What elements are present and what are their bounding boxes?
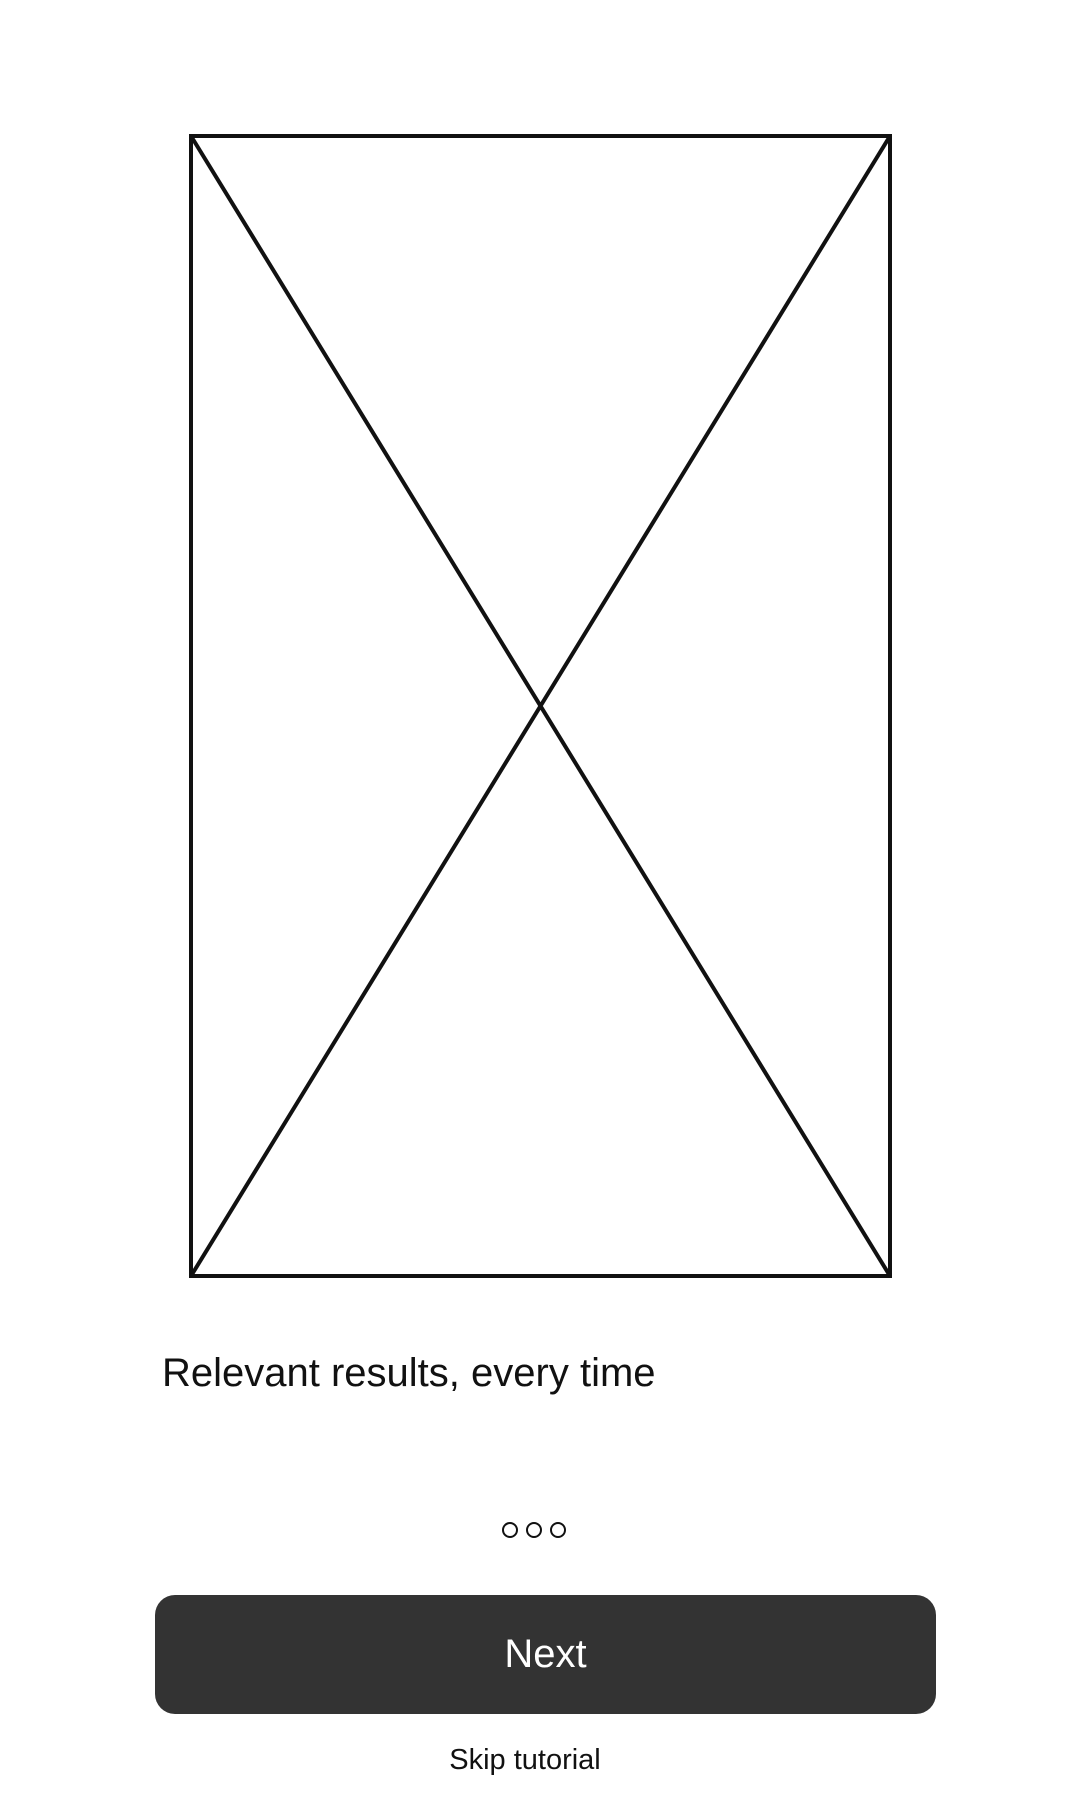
page-indicator [502, 1522, 566, 1538]
next-button-label: Next [504, 1632, 587, 1676]
placeholder-diagonal-2 [189, 134, 892, 1278]
page-dot-3-icon[interactable] [550, 1522, 566, 1538]
skip-tutorial-link[interactable]: Skip tutorial [449, 1744, 601, 1776]
next-button[interactable]: Next [155, 1595, 936, 1714]
page-dot-2-icon[interactable] [526, 1522, 542, 1538]
page-dot-1-icon[interactable] [502, 1522, 518, 1538]
placeholder-frame [189, 134, 892, 1278]
placeholder-border [189, 134, 892, 1278]
onboarding-headline: Relevant results, every time [162, 1351, 656, 1395]
image-placeholder-icon [189, 134, 892, 1278]
